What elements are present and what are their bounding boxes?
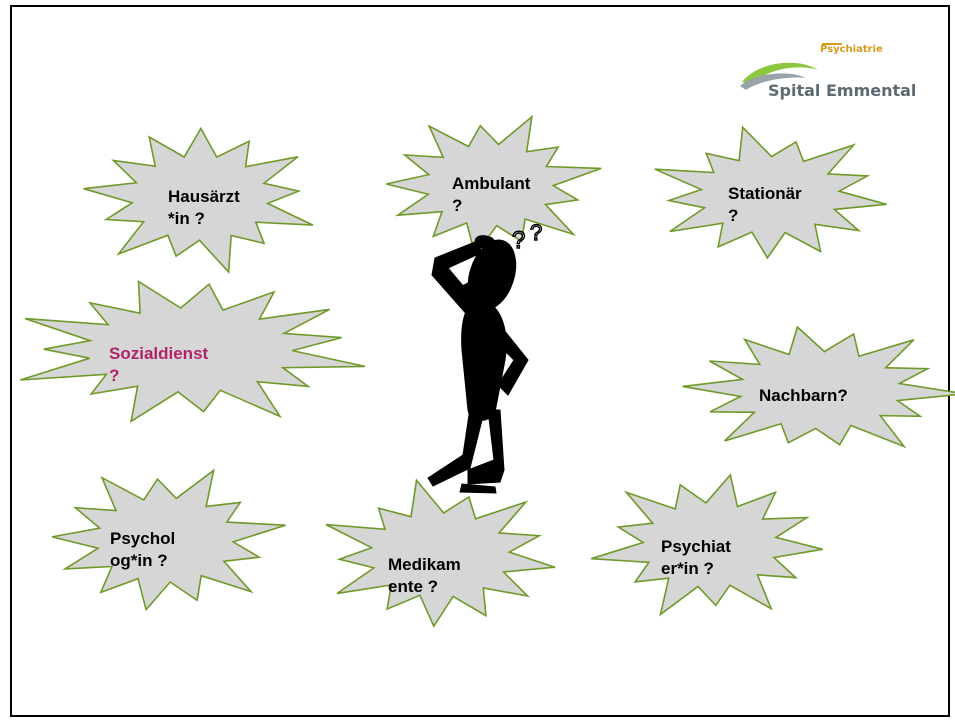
bubble-label-psychiaterin: Psychiat er*in ? [661,536,731,580]
bubble-label-nachbarn: Nachbarn? [759,385,848,407]
bubble-label-ambulant: Ambulant ? [452,173,530,217]
bubble-label-stationaer: Stationär ? [728,183,802,227]
bubble-label-hausaerztin: Hausärzt *in ? [168,186,240,230]
logo-name: Spital Emmental [768,81,916,100]
question-mark-icon: ? [512,227,525,254]
bubble-label-psychologin: Psychol og*in ? [110,528,175,572]
bubble-label-sozialdienst: Sozialdienst ? [109,343,208,387]
logo-department: Psychiatrie [820,44,883,55]
thinking-person-figure [428,234,528,493]
bubble-label-medikamente: Medikam ente ? [388,554,461,598]
question-mark-icon: ? [530,220,542,245]
